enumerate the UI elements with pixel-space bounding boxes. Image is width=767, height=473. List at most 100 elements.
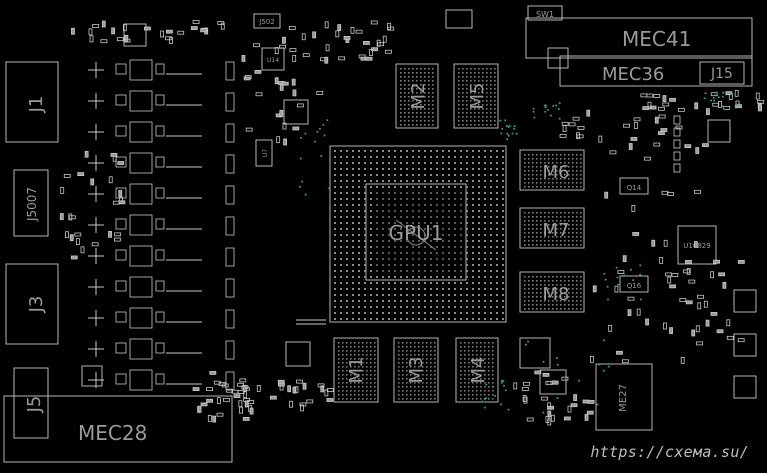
gpu-ball xyxy=(364,276,366,278)
memory-ball xyxy=(540,216,542,218)
gpu-ball xyxy=(442,276,444,278)
memory-ball xyxy=(374,366,376,368)
memory-ball xyxy=(472,398,474,400)
gpu-ball xyxy=(382,174,384,176)
gpu-ball xyxy=(418,156,420,158)
smd-part xyxy=(671,272,679,277)
memory-ball xyxy=(564,240,566,242)
memory-ball xyxy=(480,386,482,388)
smd-part xyxy=(563,416,571,421)
memory-ball xyxy=(474,108,476,110)
memory-ball xyxy=(422,362,424,364)
memory-ball xyxy=(532,186,534,188)
memory-ball xyxy=(406,374,408,376)
memory-ball xyxy=(404,68,406,70)
gpu-ball xyxy=(502,228,504,230)
memory-ball xyxy=(406,354,408,356)
memory-ball xyxy=(430,386,432,388)
memory-ball xyxy=(342,350,344,352)
memory-ball xyxy=(490,124,492,126)
label-mec28: MEC28 xyxy=(78,421,147,445)
memory-ball xyxy=(358,398,360,400)
memory-ball xyxy=(366,386,368,388)
via-dot xyxy=(507,134,510,137)
gpu-ball xyxy=(418,258,420,260)
smd-part xyxy=(568,122,576,127)
memory-ball xyxy=(556,280,558,282)
gpu-ball xyxy=(502,300,504,302)
gpu-ball xyxy=(358,228,360,230)
memory-ball xyxy=(580,288,582,290)
memory-ball xyxy=(354,394,356,396)
memory-ball xyxy=(374,350,376,352)
memory-ball xyxy=(560,296,562,298)
gpu-ball xyxy=(418,294,420,296)
memory-ball xyxy=(560,212,562,214)
gpu-ball xyxy=(436,270,438,272)
memory-ball xyxy=(536,162,538,164)
via-dot xyxy=(323,134,326,137)
memory-ball xyxy=(482,112,484,114)
memory-ball xyxy=(524,296,526,298)
smd-part xyxy=(231,389,239,394)
memory-ball xyxy=(406,398,408,400)
memory-ball xyxy=(548,276,550,278)
memory-ball xyxy=(404,92,406,94)
gpu-ball xyxy=(388,150,390,152)
via-dot xyxy=(542,411,545,414)
memory-ball xyxy=(524,244,526,246)
via-dot xyxy=(552,379,555,382)
memory-ball xyxy=(366,398,368,400)
gpu-ball xyxy=(382,150,384,152)
memory-ball xyxy=(422,342,424,344)
via-dot xyxy=(506,138,509,141)
gpu-ball xyxy=(430,288,432,290)
memory-ball xyxy=(470,88,472,90)
memory-ball xyxy=(548,166,550,168)
memory-ball xyxy=(544,174,546,176)
gpu-ball xyxy=(490,198,492,200)
memory-ball xyxy=(488,354,490,356)
memory-ball xyxy=(572,276,574,278)
memory-ball xyxy=(370,394,372,396)
gpu-ball xyxy=(412,318,414,320)
memory-ball xyxy=(398,358,400,360)
memory-ball xyxy=(422,354,424,356)
gpu-ball xyxy=(394,270,396,272)
memory-ball xyxy=(416,104,418,106)
gpu-ball xyxy=(376,258,378,260)
gpu-ball xyxy=(442,234,444,236)
smd-part xyxy=(289,48,297,53)
memory-ball xyxy=(460,366,462,368)
memory-ball xyxy=(580,284,582,286)
gpu-ball xyxy=(490,210,492,212)
gpu-ball xyxy=(340,264,342,266)
gpu-ball xyxy=(436,180,438,182)
memory-ball xyxy=(412,80,414,82)
gpu-ball xyxy=(490,276,492,278)
memory-ball xyxy=(422,398,424,400)
gpu-ball xyxy=(466,234,468,236)
memory-ball xyxy=(568,288,570,290)
gpu-ball xyxy=(352,294,354,296)
gpu-ball xyxy=(382,264,384,266)
smd-part xyxy=(695,147,700,154)
memory-ball xyxy=(420,92,422,94)
gpu-ball xyxy=(442,222,444,224)
gpu-ball xyxy=(484,258,486,260)
smd-part xyxy=(363,41,370,45)
gpu-ball xyxy=(406,174,408,176)
memory-ball xyxy=(548,154,550,156)
gpu-ball xyxy=(364,288,366,290)
memory-ball xyxy=(362,354,364,356)
memory-ball xyxy=(434,366,436,368)
gpu-ball xyxy=(430,300,432,302)
memory-ball xyxy=(552,280,554,282)
memory-ball xyxy=(342,342,344,344)
via-dot xyxy=(616,276,619,279)
gpu-ball xyxy=(376,252,378,254)
memory-ball xyxy=(468,378,470,380)
memory-ball xyxy=(478,80,480,82)
memory-ball xyxy=(404,76,406,78)
memory-ball xyxy=(544,308,546,310)
